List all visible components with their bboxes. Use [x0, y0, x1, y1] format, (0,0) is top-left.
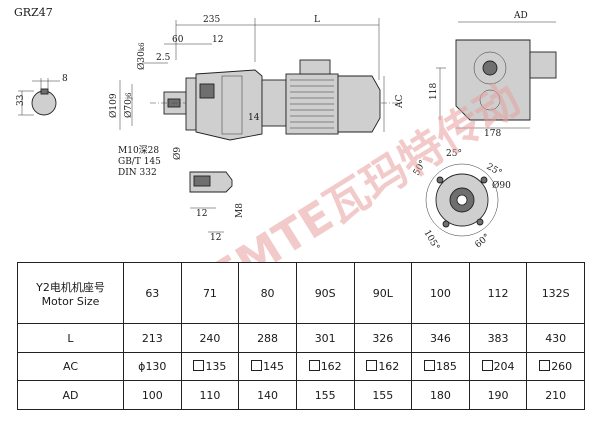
row-label: AC [17, 351, 124, 382]
motor-size-cell: 100 [411, 261, 470, 325]
table-cell: 383 [468, 323, 528, 353]
angle-90-dia: Ø90 [492, 180, 511, 191]
angle-25a: 25° [446, 149, 462, 159]
motor-size-cell: 132S [526, 261, 585, 325]
dim-AC: AC [395, 95, 405, 109]
table-row-L: L 213 240 288 301 326 346 383 430 [17, 323, 585, 353]
motor-size-cell: 71 [180, 261, 240, 325]
detail-12a: 12 [196, 209, 207, 219]
square-symbol-icon [366, 360, 378, 372]
cell-value: 135 [205, 360, 227, 374]
table-cell: 210 [526, 380, 585, 410]
square-symbol-icon [251, 360, 263, 372]
gearmotor-side-view: AD 118 178 [429, 11, 557, 139]
table-row-AC: AC ϕ130 135 145 162 162 185 204 260 [17, 351, 585, 382]
detail-12b: 12 [210, 233, 221, 243]
square-symbol-icon [481, 360, 493, 372]
square-symbol-icon [539, 360, 551, 372]
table-cell: 301 [295, 323, 355, 353]
thread-note-1: M10深28 [118, 145, 159, 156]
dim-12-top: 12 [212, 35, 223, 45]
cell-value: 185 [435, 360, 457, 374]
table-cell: 260 [526, 351, 585, 382]
table-cell: 155 [295, 380, 355, 410]
motor-size-cell: 63 [123, 261, 182, 325]
row-label: L [17, 323, 124, 353]
table-cell: 213 [123, 323, 182, 353]
table-cell: ϕ130 [123, 351, 182, 382]
table-cell: 326 [353, 323, 413, 353]
cell-value: 260 [551, 360, 573, 374]
square-symbol-icon [308, 360, 320, 372]
dim-60: 60 [172, 35, 184, 45]
angle-105: 105° [421, 229, 441, 253]
motor-size-cell: 90S [295, 261, 355, 325]
key-width-label: 8 [62, 74, 68, 84]
table-cell: 240 [180, 323, 240, 353]
row-label: AD [17, 380, 124, 410]
table-cell: 190 [468, 380, 528, 410]
dim-2-5: 2.5 [156, 53, 171, 63]
motor-size-cell: 112 [468, 261, 528, 325]
table-cell: 110 [180, 380, 240, 410]
dim-118: 118 [429, 83, 439, 100]
motor-size-cell: 90L [353, 261, 413, 325]
square-symbol-icon [423, 360, 435, 372]
dim-flange-dia: Ø109 [108, 93, 119, 118]
table-cell: 180 [411, 380, 470, 410]
detail-dia-9: Ø9 [172, 147, 183, 160]
table-row-AD: AD 100 110 140 155 155 180 190 210 [17, 380, 585, 410]
dim-14: 14 [248, 113, 260, 123]
dim-178: 178 [484, 129, 501, 139]
cell-value: 145 [263, 360, 285, 374]
table-cell: 100 [123, 380, 182, 410]
shaft-key-section: 8 33 [16, 74, 68, 116]
thread-note-3: DIN 332 [118, 168, 157, 178]
motor-size-cell: 80 [238, 261, 297, 325]
cell-value: 162 [320, 360, 342, 374]
square-symbol-icon [193, 360, 205, 372]
angle-60: 60° [474, 232, 493, 250]
detail-M8: M8 [235, 203, 245, 218]
cell-value: 204 [493, 360, 515, 374]
cell-value: 162 [378, 360, 400, 374]
table-cell: 430 [526, 323, 585, 353]
dim-pilot-dia: Ø70j6 [123, 92, 134, 118]
table-cell: 346 [411, 323, 470, 353]
technical-drawing: GRZ47 8 33 235 L 60 12 2.5 Ø30k6 Ø109 [14, 6, 557, 262]
table-cell: 155 [353, 380, 413, 410]
table-cell: 162 [353, 351, 413, 382]
table-header-row: Y2电机机座号 Motor Size 63 71 80 90S 90L 100 … [17, 261, 585, 325]
dim-235: 235 [203, 15, 220, 25]
table-cell: 185 [411, 351, 470, 382]
thread-note-2: GB/T 145 [118, 157, 161, 167]
dim-shaft-dia: Ø30k6 [136, 42, 147, 70]
table-cell: 140 [238, 380, 297, 410]
key-height-label: 33 [16, 94, 26, 106]
diameter-symbol: ϕ [138, 360, 146, 374]
header-label-cn: Y2电机机座号 [36, 280, 105, 294]
model-title: GRZ47 [14, 6, 53, 19]
dim-L: L [314, 15, 320, 25]
cell-value: 130 [145, 360, 167, 374]
flange-hole-detail: Ø9 12 12 M8 [172, 147, 245, 243]
table-cell: 162 [295, 351, 355, 382]
table-cell: 145 [238, 351, 297, 382]
angle-25b: 25° [485, 162, 504, 179]
table-cell: 288 [238, 323, 297, 353]
motor-dimension-table: Y2电机机座号 Motor Size 63 71 80 90S 90L 100 … [17, 261, 585, 410]
header-label-cell: Y2电机机座号 Motor Size [17, 261, 124, 325]
dim-AD: AD [513, 11, 528, 21]
header-label-en: Motor Size [41, 294, 100, 308]
table-cell: 204 [468, 351, 528, 382]
table-cell: 135 [180, 351, 240, 382]
gearmotor-front-view: 235 L 60 12 2.5 Ø30k6 Ø109 Ø70j6 14 [108, 15, 405, 178]
